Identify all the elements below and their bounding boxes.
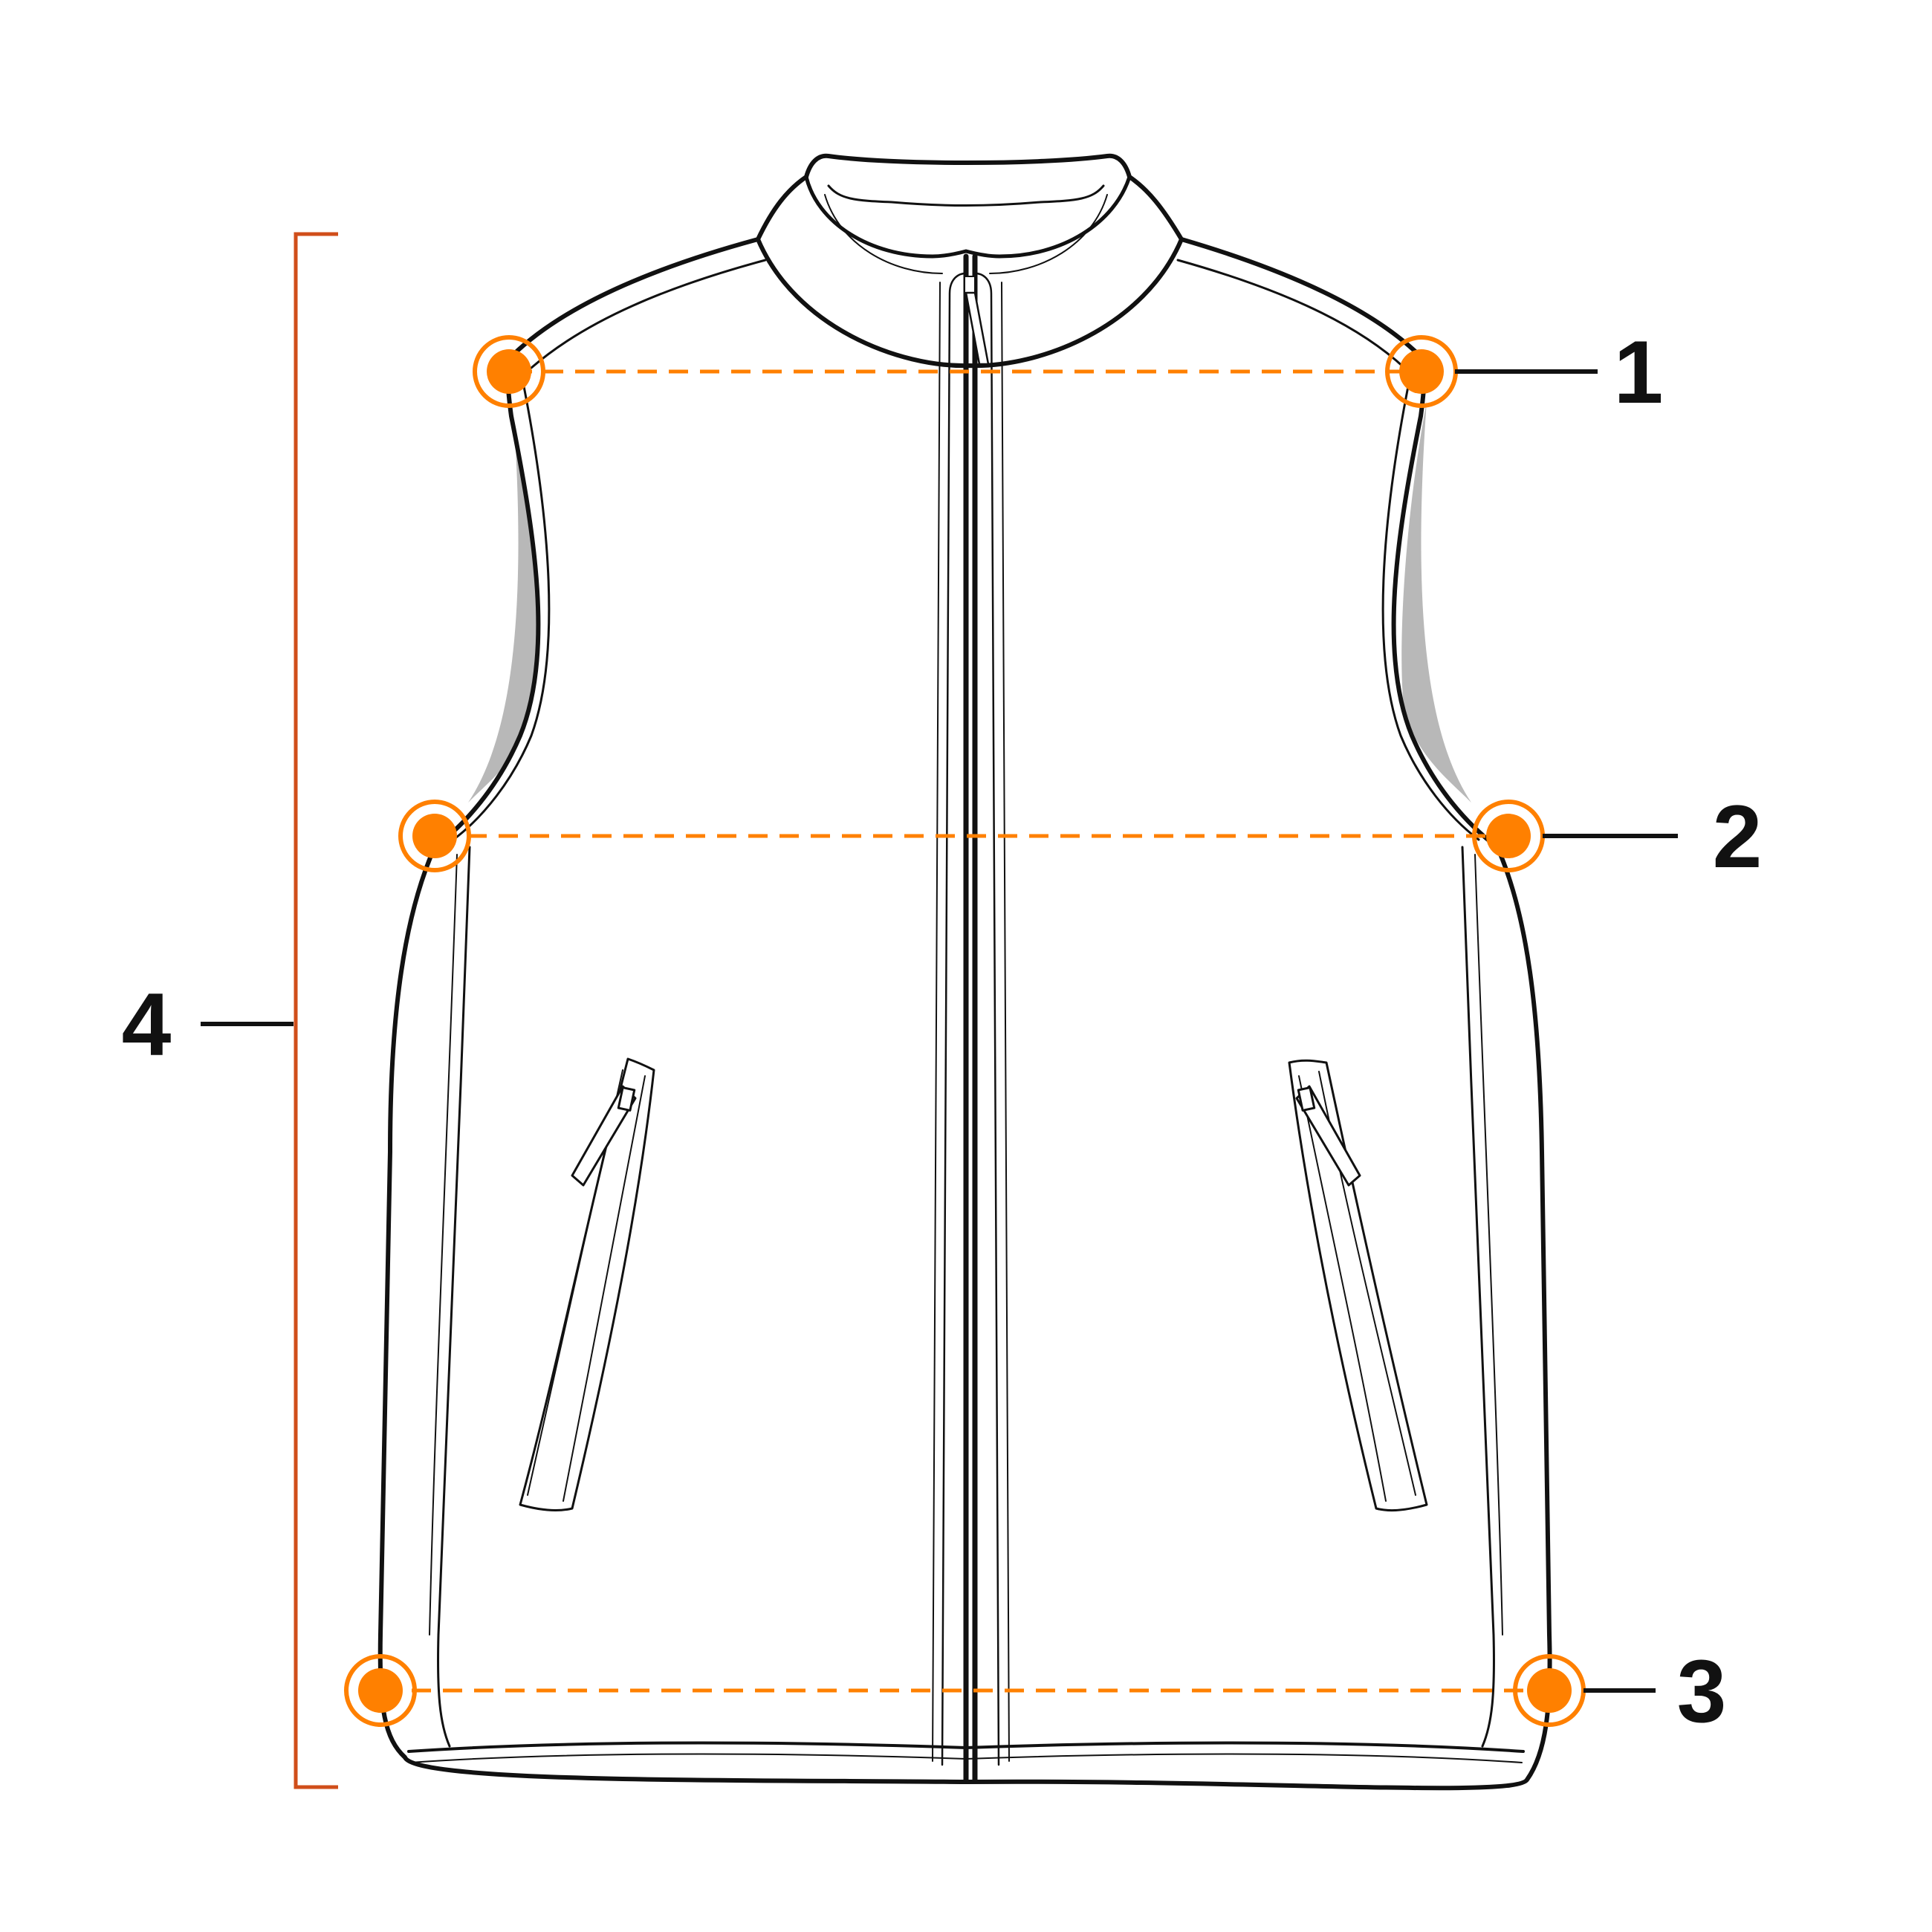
measurement-label-1: 1 <box>1614 322 1664 422</box>
zipper-placket-left <box>941 272 965 1766</box>
right-side-panel-seam-inner <box>1474 854 1503 1636</box>
zipper-pull <box>964 276 976 294</box>
left-pocket <box>519 1057 655 1511</box>
collar-band-line <box>827 184 1105 207</box>
marker-1-left <box>473 335 545 408</box>
zipper-placket-right-outer <box>1001 282 1010 1762</box>
measurement-label-3: 3 <box>1677 1641 1727 1741</box>
callout-leaders <box>201 369 1678 1693</box>
collar-inner-facing <box>824 194 1108 274</box>
right-pocket <box>1288 1059 1428 1511</box>
left-armhole-shading <box>468 401 538 803</box>
vest-illustration <box>377 153 1552 1791</box>
right-armhole-shading <box>1401 401 1471 803</box>
right-side-panel-seam <box>1461 846 1495 1748</box>
marker-3-left <box>344 1654 417 1727</box>
right-armhole-binding <box>1381 385 1480 841</box>
length-bracket <box>294 232 338 1789</box>
left-side-panel-seam <box>437 846 471 1748</box>
measurement-label-4: 4 <box>122 975 172 1074</box>
zipper-placket-right <box>976 272 1000 1766</box>
measurement-label-2: 2 <box>1713 787 1763 886</box>
measurement-markers <box>344 335 1586 1727</box>
marker-2-left <box>398 800 471 872</box>
left-side-panel-seam-inner <box>429 854 458 1636</box>
right-shoulder-seam <box>1176 259 1406 369</box>
collar-inner-rim <box>804 175 1132 259</box>
left-shoulder-seam <box>530 259 767 369</box>
zipper-pull-tab <box>965 291 990 366</box>
left-armhole-binding <box>452 385 551 841</box>
measurement-guides <box>380 369 1549 1693</box>
zipper-placket-left-outer <box>932 282 941 1762</box>
